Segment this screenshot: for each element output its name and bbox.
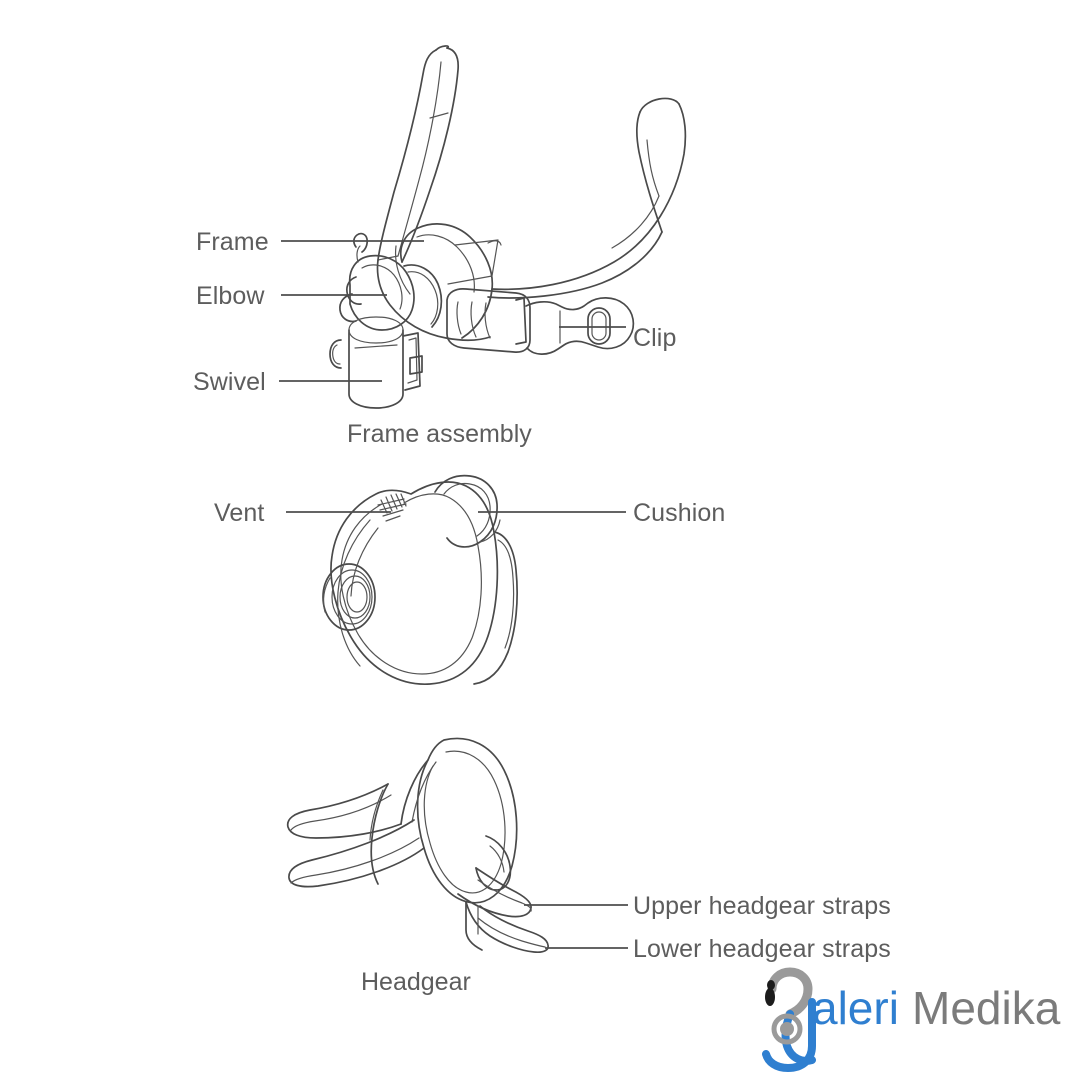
frame-body <box>376 223 502 341</box>
frame-arm-rear <box>487 97 687 299</box>
watermark-text-gray: Medika <box>912 982 1061 1034</box>
label-swivel: Swivel <box>193 368 266 396</box>
watermark-text-blue: aleri <box>812 982 899 1034</box>
cushion-drawing <box>322 474 518 685</box>
label-elbow: Elbow <box>196 282 265 310</box>
label-cushion: Cushion <box>633 499 725 527</box>
caption-frame-assembly: Frame assembly <box>347 420 532 448</box>
label-clip: Clip <box>633 324 676 352</box>
label-lower-headgear-straps: Lower headgear straps <box>633 935 891 963</box>
frame-assembly-drawing <box>329 45 687 409</box>
clip-part <box>446 288 635 355</box>
label-vent: Vent <box>214 499 264 527</box>
caption-headgear: Headgear <box>361 968 471 996</box>
label-frame: Frame <box>196 228 269 256</box>
swivel-part <box>329 316 423 409</box>
frame-arm-front <box>377 45 460 263</box>
galeri-medika-watermark: aleri Medika <box>762 967 1061 1073</box>
elbow-part <box>339 232 443 331</box>
headgear-labels: Upper headgear straps Lower headgear str… <box>361 892 891 996</box>
stethoscope-logo-icon <box>762 967 816 1073</box>
label-upper-headgear-straps: Upper headgear straps <box>633 892 891 920</box>
cushion-labels: Vent Cushion <box>214 499 725 527</box>
headgear-drawing <box>286 737 549 954</box>
vent-hatch <box>377 493 407 522</box>
frame-assembly-labels: Frame Elbow Swivel Clip Frame assembly <box>193 228 676 448</box>
